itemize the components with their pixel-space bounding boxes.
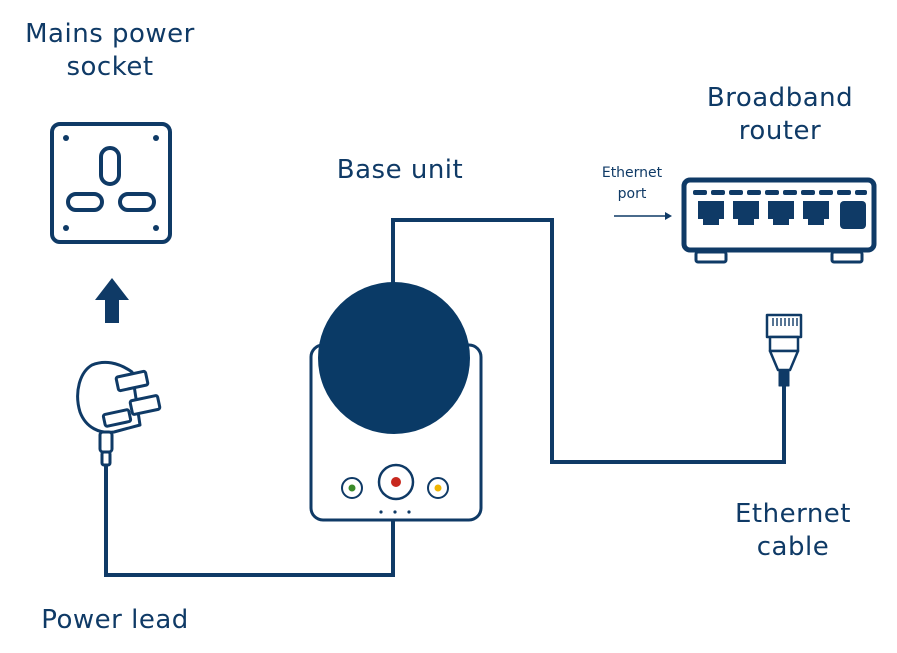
ethernet-port-label-line2: port	[617, 186, 647, 202]
router-icon	[681, 177, 877, 264]
ethernet-cable-label-line1: Ethernet	[735, 499, 851, 529]
mains-socket-label: Mains power socket	[10, 18, 210, 83]
power-lead-cable	[104, 465, 395, 577]
mains-socket-label-line2: socket	[66, 51, 154, 82]
base-unit-label: Base unit	[336, 155, 464, 185]
arrow-up-icon	[95, 278, 129, 323]
router-label-line2: router	[738, 115, 822, 146]
ethernet-cable-line	[391, 218, 786, 464]
arrow-right-icon	[614, 212, 672, 220]
router-label-line1: Broadband	[706, 83, 854, 113]
base-unit-device	[309, 282, 483, 522]
ethernet-cable-label-line2: cable	[756, 531, 830, 562]
mains-socket-icon	[50, 122, 172, 244]
ethernet-connector-icon	[765, 313, 803, 387]
router-label: Broadband router	[680, 82, 880, 147]
power-lead-label: Power lead	[41, 605, 189, 635]
mains-socket-label-line1: Mains power	[25, 19, 195, 49]
ethernet-port-label-line1: Ethernet	[601, 165, 663, 181]
ethernet-port-label: Ethernet port	[586, 163, 678, 205]
plug-icon	[76, 360, 162, 467]
ethernet-cable-label: Ethernet cable	[713, 498, 873, 563]
